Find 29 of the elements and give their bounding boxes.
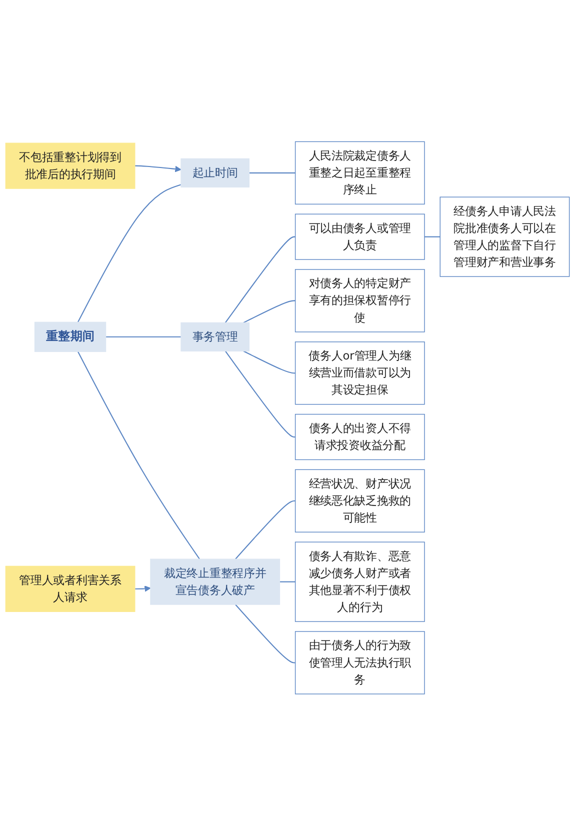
arrow	[134, 164, 182, 172]
node-box: 债务人的出资人不得请求投资收益分配	[294, 414, 425, 460]
node-box: 人民法院裁定债务人重整之日起至重整程序终止	[294, 141, 425, 204]
node-box: 可以由债务人或管理人负责	[294, 213, 425, 260]
node-box: 不包括重整计划得到批准后的执行期间	[5, 142, 136, 189]
connector	[424, 236, 440, 237]
connector	[280, 580, 296, 582]
node-box: 起止时间	[180, 158, 250, 188]
connector	[235, 604, 296, 663]
node-box: 事务管理	[180, 322, 250, 352]
node-box: 债务人有欺诈、恶意减少债务人财产或者其他显著不利于债权人的行为	[294, 541, 425, 622]
node-box: 经营状况、财产状况继续恶化缺乏挽救的可能性	[294, 468, 425, 532]
node-box: 债务人or管理人为继续营业而借款可以为其设定担保	[294, 341, 425, 404]
node-box: 由于债务人的行为致使管理人无法执行职务	[294, 630, 425, 694]
node-box: 裁定终止重整程序并宣告债务人破产	[150, 558, 280, 605]
node-box: 对债务人的特定财产享有的担保权暂停行使	[294, 268, 425, 332]
connector	[249, 172, 296, 174]
connector	[235, 500, 296, 560]
node-box: 重整期间	[34, 321, 106, 352]
connector	[77, 351, 200, 560]
connector	[106, 336, 182, 338]
connector	[243, 300, 296, 323]
node-box: 经债务人申请人民法院批准债务人可以在管理人的监督下自行管理财产和营业事务	[440, 196, 570, 277]
node-box: 管理人或者利害关系人请求	[5, 566, 136, 612]
connector	[224, 236, 296, 323]
connector	[224, 350, 296, 438]
connector	[77, 184, 182, 322]
connector	[243, 350, 296, 374]
arrow	[134, 585, 151, 592]
